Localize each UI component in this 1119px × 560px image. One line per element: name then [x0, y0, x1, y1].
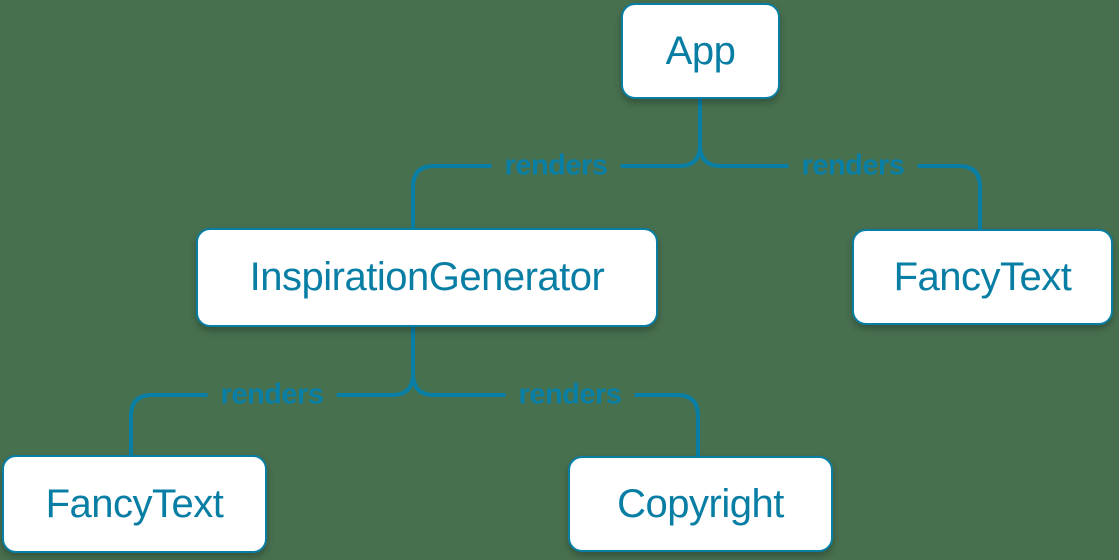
edge-label-renders: renders: [505, 377, 635, 413]
node-fancy-text-left: FancyText: [2, 455, 267, 553]
node-copyright: Copyright: [568, 456, 833, 552]
edge-label-renders: renders: [207, 377, 337, 413]
edge-label-renders: renders: [491, 148, 621, 184]
node-app: App: [621, 3, 780, 99]
node-fancy-text-right: FancyText: [852, 229, 1113, 325]
node-inspiration-generator: InspirationGenerator: [196, 228, 658, 327]
edge-label-renders: renders: [788, 148, 918, 184]
